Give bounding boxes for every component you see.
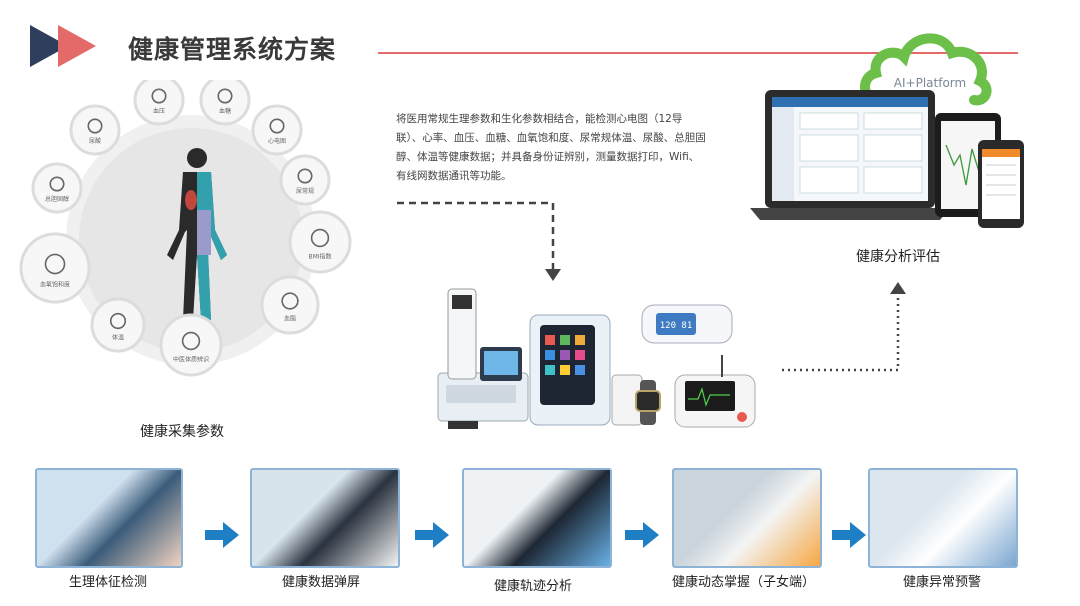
step-label: 健康轨迹分析 — [494, 579, 573, 594]
test-tube-param-node: 血脂 — [260, 275, 320, 335]
flow-arrow-icon — [415, 522, 449, 548]
flow-arrow-icon — [205, 522, 239, 548]
description-text: 将医用常规生理参数和生化参数相结合，能检测心电图（12导联）、心率、血压、血糖、… — [396, 113, 706, 182]
page-title: 健康管理系统方案 — [128, 35, 337, 64]
pills-icon — [297, 168, 313, 184]
step-photo — [35, 468, 183, 568]
laptop-dashboard-illustration — [750, 90, 1024, 228]
blood-drop-icon — [217, 88, 233, 104]
molecule-param-node: 总胆固醇 — [31, 162, 83, 214]
flow-arrow-icon — [625, 522, 659, 548]
step-label: 健康动态掌握（子女端） — [672, 575, 816, 590]
step-label: 健康异常预警 — [903, 575, 982, 590]
oxygen-icon — [44, 253, 66, 275]
param-label: 血脂 — [284, 314, 296, 322]
param-label: 中医体质辨识 — [173, 356, 209, 364]
title-arrows-logo — [30, 25, 96, 67]
oxygen-param-node: 血氧饱和度 — [19, 232, 91, 304]
thermometer-icon — [109, 312, 127, 330]
step-photo — [672, 468, 822, 568]
analysis-caption: 健康分析评估 — [856, 249, 940, 265]
param-label: 血压 — [153, 107, 165, 115]
smart-watch — [635, 380, 661, 425]
collect-caption: 健康采集参数 — [140, 424, 224, 440]
param-label: BMI指数 — [308, 253, 331, 261]
patient-monitor — [674, 355, 756, 428]
param-label: 血氧饱和度 — [40, 281, 70, 289]
blood-drop-param-node: 血糖 — [199, 80, 251, 126]
test-tube-icon — [281, 292, 299, 310]
param-label: 尿常规 — [296, 187, 314, 195]
cloud-platform-icon: AI+Platform — [860, 33, 992, 106]
doctor-icon — [181, 331, 201, 351]
blood-pressure-param-node: 血压 — [133, 80, 185, 126]
step-label: 健康数据弹屏 — [282, 575, 361, 590]
heart-ecg-icon — [269, 118, 285, 134]
step-label: 生理体征检测 — [69, 575, 148, 590]
flow-arrow-icon — [832, 522, 866, 548]
doctor-param-node: 中医体质辨识 — [159, 313, 223, 377]
blood-pressure-monitor: 120 81 — [641, 304, 733, 344]
chart-icon — [310, 228, 330, 248]
heart-ecg-param-node: 心电图 — [251, 104, 303, 156]
param-label: 血糖 — [219, 107, 231, 115]
syringe-icon — [87, 118, 103, 134]
step-photo — [868, 468, 1018, 568]
syringe-param-node: 尿酸 — [69, 104, 121, 156]
human-body-figure — [167, 148, 227, 320]
medical-devices-illustration: 120 81 — [437, 288, 756, 429]
dotted-connector-up — [782, 282, 906, 372]
title-divider — [378, 52, 1018, 54]
step-photo — [462, 468, 612, 568]
chart-param-node: BMI指数 — [288, 210, 352, 274]
bp-reading: 120 81 — [660, 321, 693, 331]
svg-text:AI+Platform: AI+Platform — [894, 76, 966, 90]
blood-pressure-icon — [151, 88, 167, 104]
dashed-connector-down — [397, 201, 561, 281]
param-label: 心电图 — [268, 137, 286, 145]
health-kiosk — [437, 288, 529, 429]
molecule-icon — [49, 176, 65, 192]
tablet-terminal — [529, 314, 611, 426]
param-label: 总胆固醇 — [45, 195, 69, 203]
pills-param-node: 尿常规 — [279, 154, 331, 206]
param-label: 尿酸 — [89, 137, 101, 145]
step-photo — [250, 468, 400, 568]
param-label: 体温 — [112, 333, 124, 341]
thermometer-param-node: 体温 — [90, 297, 146, 353]
